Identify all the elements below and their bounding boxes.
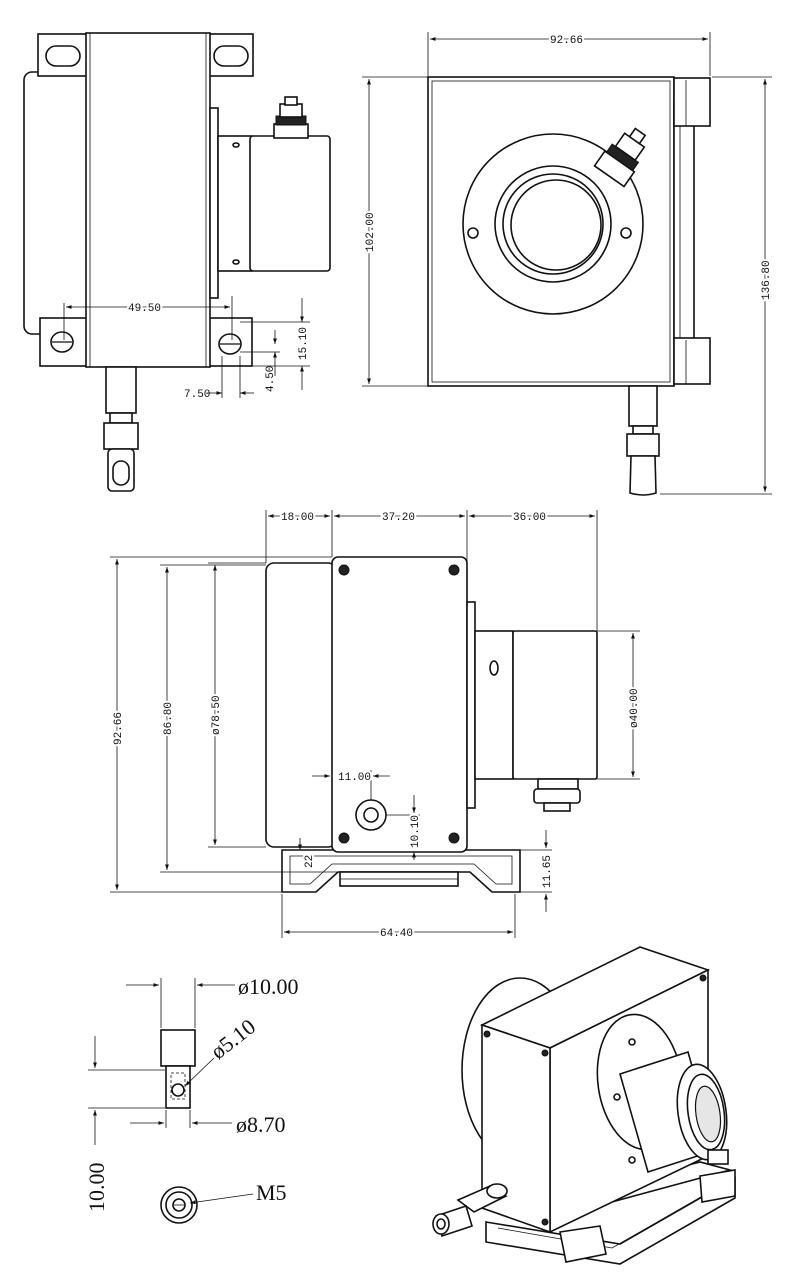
detail-view-dimensions: ø10.00 ø5.10 ø8.70 10.00 M5 [84, 974, 299, 1212]
top-dim-78-50: ø78.50 [211, 695, 223, 735]
detail-view-body [160, 1029, 198, 1224]
detail-dim-10-00-diameter: ø10.00 [238, 974, 299, 999]
front-dim-102-00: 102.00 [365, 212, 377, 252]
side-dim-15-10: 15.10 [298, 327, 310, 360]
top-dim-86-80: 86.80 [163, 702, 175, 735]
top-dim-11-65: 11.65 [542, 855, 554, 888]
side-dim-7-50: 7.50 [184, 389, 210, 401]
detail-view: ø10.00 ø5.10 ø8.70 10.00 M5 [84, 974, 299, 1224]
detail-dim-10-00-length: 10.00 [84, 1163, 109, 1213]
side-dim-4-50: 4.50 [265, 366, 277, 392]
front-dim-136-80: 136.80 [761, 260, 773, 300]
top-view: 18.00 37.20 36.00 92.66 86.80 ø78.50 ø40… [110, 510, 643, 942]
top-dim-10-10: 10.10 [410, 815, 422, 848]
top-dim-64-40: 64.40 [380, 928, 413, 940]
side-dim-49-50: 49.50 [128, 303, 161, 315]
top-dim-18-00: 18.00 [281, 512, 314, 524]
side-view: 49.50 15.10 4.50 7.50 [23, 32, 331, 492]
front-view-body [427, 76, 711, 496]
top-dim-11-00: 11.00 [338, 772, 371, 784]
top-view-dimensions: 18.00 37.20 36.00 92.66 86.80 ø78.50 ø40… [110, 510, 643, 942]
isometric-view [432, 946, 736, 1265]
front-dim-92-66: 92.66 [550, 35, 583, 47]
detail-dim-m5: M5 [256, 1180, 287, 1205]
side-view-body [23, 32, 331, 492]
top-dim-22: 22 [304, 855, 316, 868]
top-dim-40-00: ø40.00 [629, 688, 641, 728]
top-dim-37-20: 37.20 [382, 512, 415, 524]
top-view-body [265, 556, 598, 893]
detail-dim-8-70: ø8.70 [236, 1112, 286, 1137]
front-view-dimensions: 92.66 102.00 136.80 [362, 32, 775, 495]
side-view-dimensions: 49.50 15.10 4.50 7.50 [63, 296, 310, 401]
top-dim-36-00: 36.00 [513, 512, 546, 524]
detail-dim-5-10: ø5.10 [206, 1014, 260, 1064]
front-view: 92.66 102.00 136.80 [362, 32, 775, 496]
top-dim-92-66: 92.66 [113, 712, 125, 745]
